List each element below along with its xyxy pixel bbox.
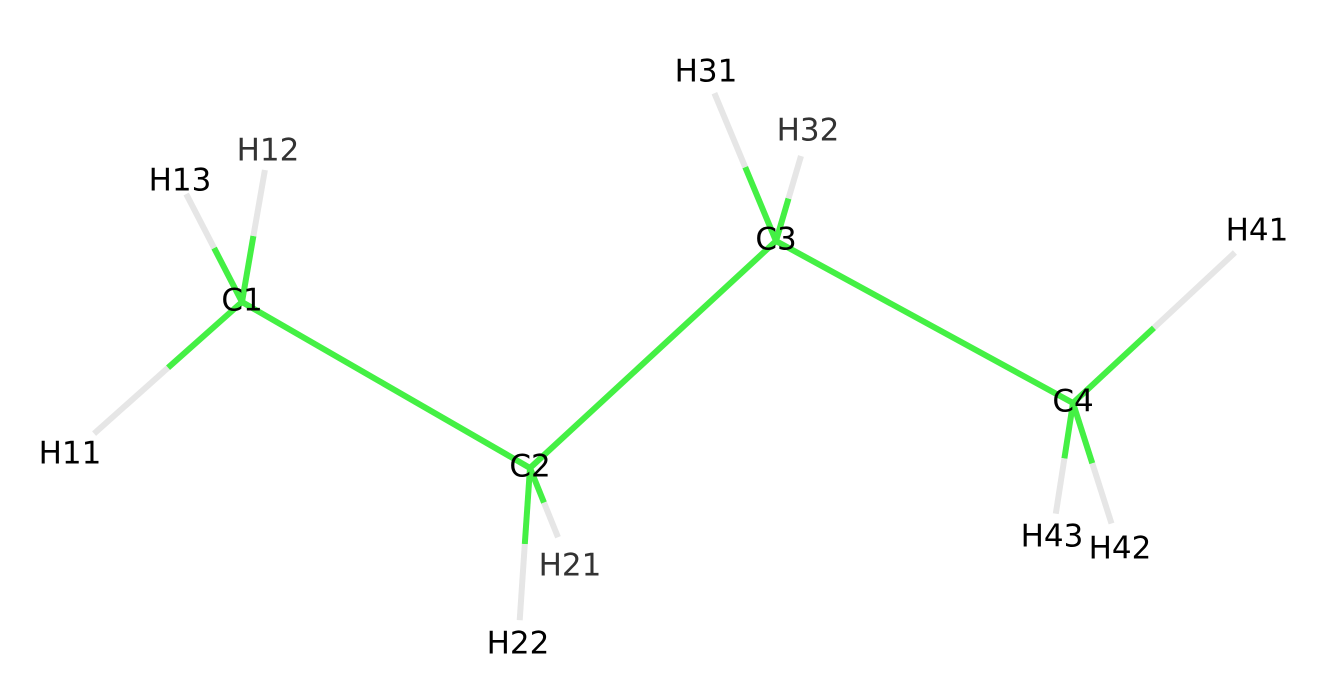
bond-c4-h43-hydrogen-half [1052, 457, 1068, 515]
bond-c2-h22-carbon-half [521, 467, 533, 545]
bond-c2-h22-hydrogen-half [516, 543, 528, 621]
bond-c1-h11-hydrogen-half [92, 365, 170, 436]
bond-c2-h21-hydrogen-half [541, 501, 561, 539]
bond-c3-c4 [774, 238, 1075, 406]
atom-label-h13: H13 [149, 163, 212, 199]
atom-label-c3: C3 [755, 222, 796, 258]
bond-c3-h31-hydrogen-half [711, 92, 748, 169]
atom-label-c1: C1 [221, 283, 262, 319]
bond-c4-h41-carbon-half [1070, 325, 1157, 406]
bond-c1-h12-carbon-half [239, 235, 257, 303]
atom-label-c4: C4 [1052, 384, 1093, 420]
atom-label-h32: H32 [777, 113, 840, 149]
bond-c1-h11-carbon-half [166, 299, 244, 371]
bond-c4-h43-carbon-half [1061, 402, 1076, 459]
bond-c1-h12-hydrogen-half [250, 169, 268, 237]
atom-label-c2: C2 [509, 449, 550, 485]
bond-c1-h13-carbon-half [211, 246, 245, 304]
atom-label-h31: H31 [675, 54, 738, 90]
bond-c4-h41-hydrogen-half [1151, 250, 1237, 330]
bond-c3-h31-carbon-half [742, 165, 779, 243]
atom-label-h41: H41 [1226, 213, 1289, 249]
atom-label-h43: H43 [1021, 519, 1084, 555]
bond-c3-h32-hydrogen-half [785, 155, 804, 200]
atom-label-h12: H12 [237, 133, 300, 169]
bond-c1-h13-hydrogen-half [183, 192, 217, 250]
bond-c1-c2 [240, 299, 532, 471]
bond-c4-h42-hydrogen-half [1089, 462, 1115, 525]
bond-c2-c3 [527, 238, 779, 471]
bond-c3-h32-carbon-half [773, 197, 792, 242]
bond-c4-h42-carbon-half [1070, 402, 1096, 465]
atom-label-h22: H22 [487, 626, 550, 662]
bonds-layer [92, 92, 1237, 621]
atom-label-h11: H11 [39, 436, 102, 472]
atom-label-h21: H21 [539, 548, 602, 584]
atom-label-h42: H42 [1089, 531, 1152, 567]
